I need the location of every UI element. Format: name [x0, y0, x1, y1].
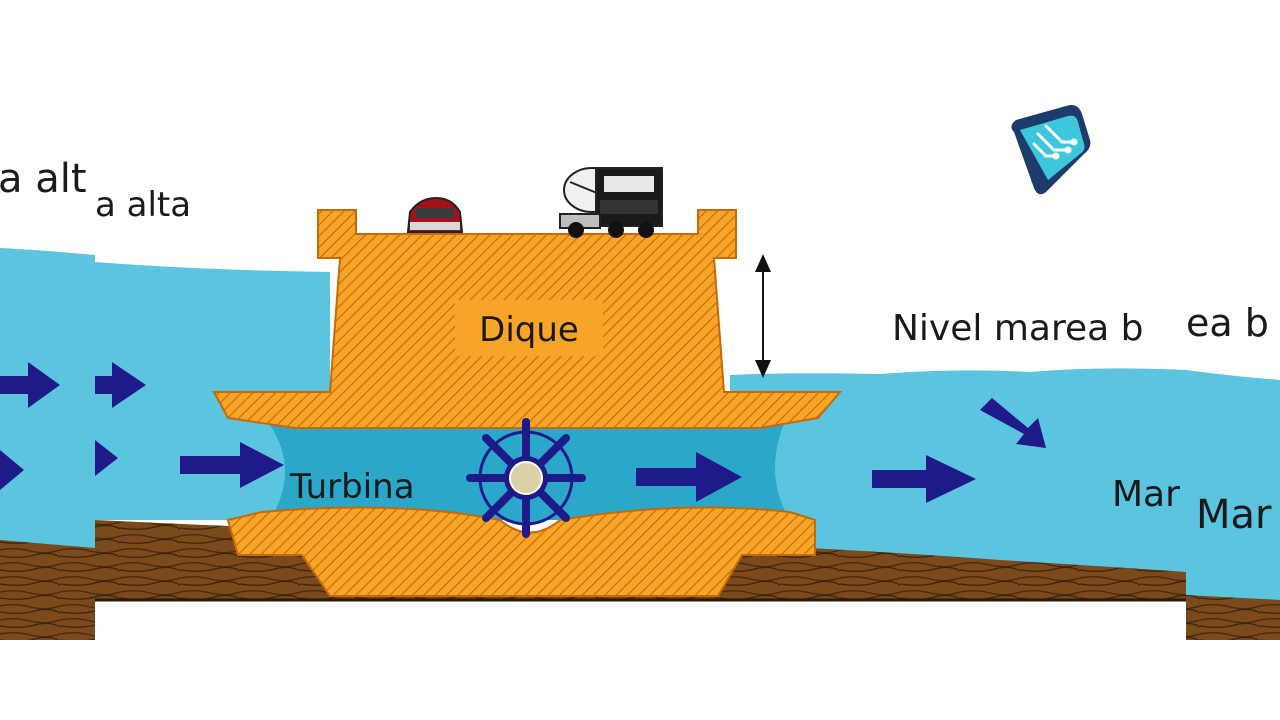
- main-diagram-panel: Dique Turbina: [95, 167, 1186, 602]
- turbine-label: Turbina: [289, 467, 415, 507]
- dam-label: Dique: [479, 310, 579, 350]
- flow-arrow-basin-lower: [95, 440, 118, 476]
- flow-arrow-out-sea: [872, 455, 976, 503]
- flow-arrow-into-tunnel: [180, 442, 284, 488]
- car-icon: [406, 196, 464, 233]
- turbine-icon: [466, 418, 586, 538]
- left-fragment-label: a alt: [0, 156, 87, 202]
- play-circuit-logo-icon: [1011, 105, 1091, 195]
- cement-truck-icon: [559, 167, 663, 238]
- dam-label-box: [455, 300, 603, 356]
- right-fragment-panel: ea b Mar: [1186, 301, 1280, 640]
- low-tide-label: Nivel marea b: [892, 308, 1143, 349]
- flow-arrow-through-tunnel: [636, 452, 742, 502]
- flow-arrow-basin-upper: [95, 362, 146, 408]
- right-fragment-label: ea b: [1186, 301, 1269, 345]
- sea-label: Mar: [1112, 474, 1180, 515]
- right-fragment-ground: [1186, 595, 1280, 640]
- right-fragment-sea-label: Mar: [1196, 492, 1272, 538]
- flow-arrow-diagonal: [980, 398, 1046, 448]
- right-fragment-water: [1186, 370, 1280, 640]
- left-fragment-arrow-lower: [0, 450, 24, 490]
- dam-lower-base: [226, 506, 816, 597]
- tide-height-arrow: [755, 254, 771, 378]
- left-fragment-panel: a alt: [0, 156, 95, 640]
- left-fragment-ground: [0, 540, 95, 640]
- left-fragment-arrow-upper: [0, 362, 60, 408]
- high-tide-label: a alta: [95, 185, 191, 225]
